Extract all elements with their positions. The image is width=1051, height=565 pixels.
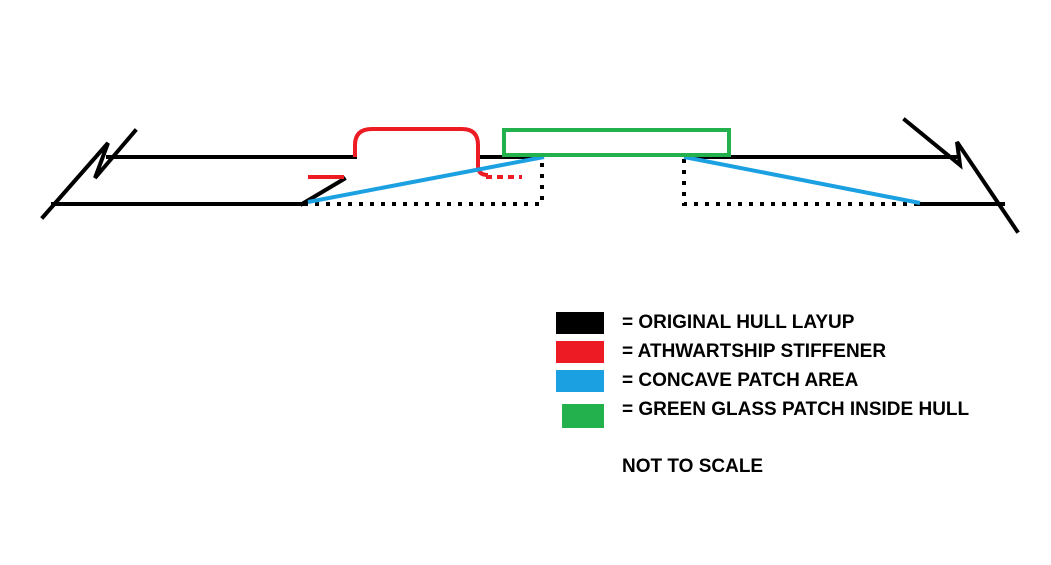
- removed-material-outline: [304, 159, 918, 206]
- legend-swatch-concave: [556, 370, 604, 392]
- legend-swatch-hull: [556, 312, 604, 334]
- concave-patch-area: [307, 155, 921, 205]
- legend-swatch-patch: [562, 404, 604, 428]
- legend-swatch-stiffener: [556, 341, 604, 363]
- legend-label-stiffener: = ATHWARTSHIP STIFFENER: [622, 341, 887, 362]
- green-glass-patch: [502, 128, 731, 157]
- right-break-mark: [902, 117, 1020, 234]
- right-cutout-outline: [682, 159, 918, 206]
- left-cutout-outline: [304, 159, 544, 206]
- legend-label-patch: = GREEN GLASS PATCH INSIDE HULL: [622, 399, 970, 420]
- legend-label-concave: = CONCAVE PATCH AREA: [622, 370, 859, 391]
- hull-layup: [40, 117, 1020, 234]
- stiffener-hat-section: [353, 127, 489, 177]
- legend-label-hull: = ORIGINAL HULL LAYUP: [622, 312, 855, 333]
- athwartship-stiffener: [308, 127, 522, 179]
- left-break-mark: [40, 128, 138, 220]
- right-concave-taper: [683, 155, 921, 205]
- not-to-scale-note: NOT TO SCALE: [622, 456, 764, 477]
- left-concave-taper: [307, 155, 545, 204]
